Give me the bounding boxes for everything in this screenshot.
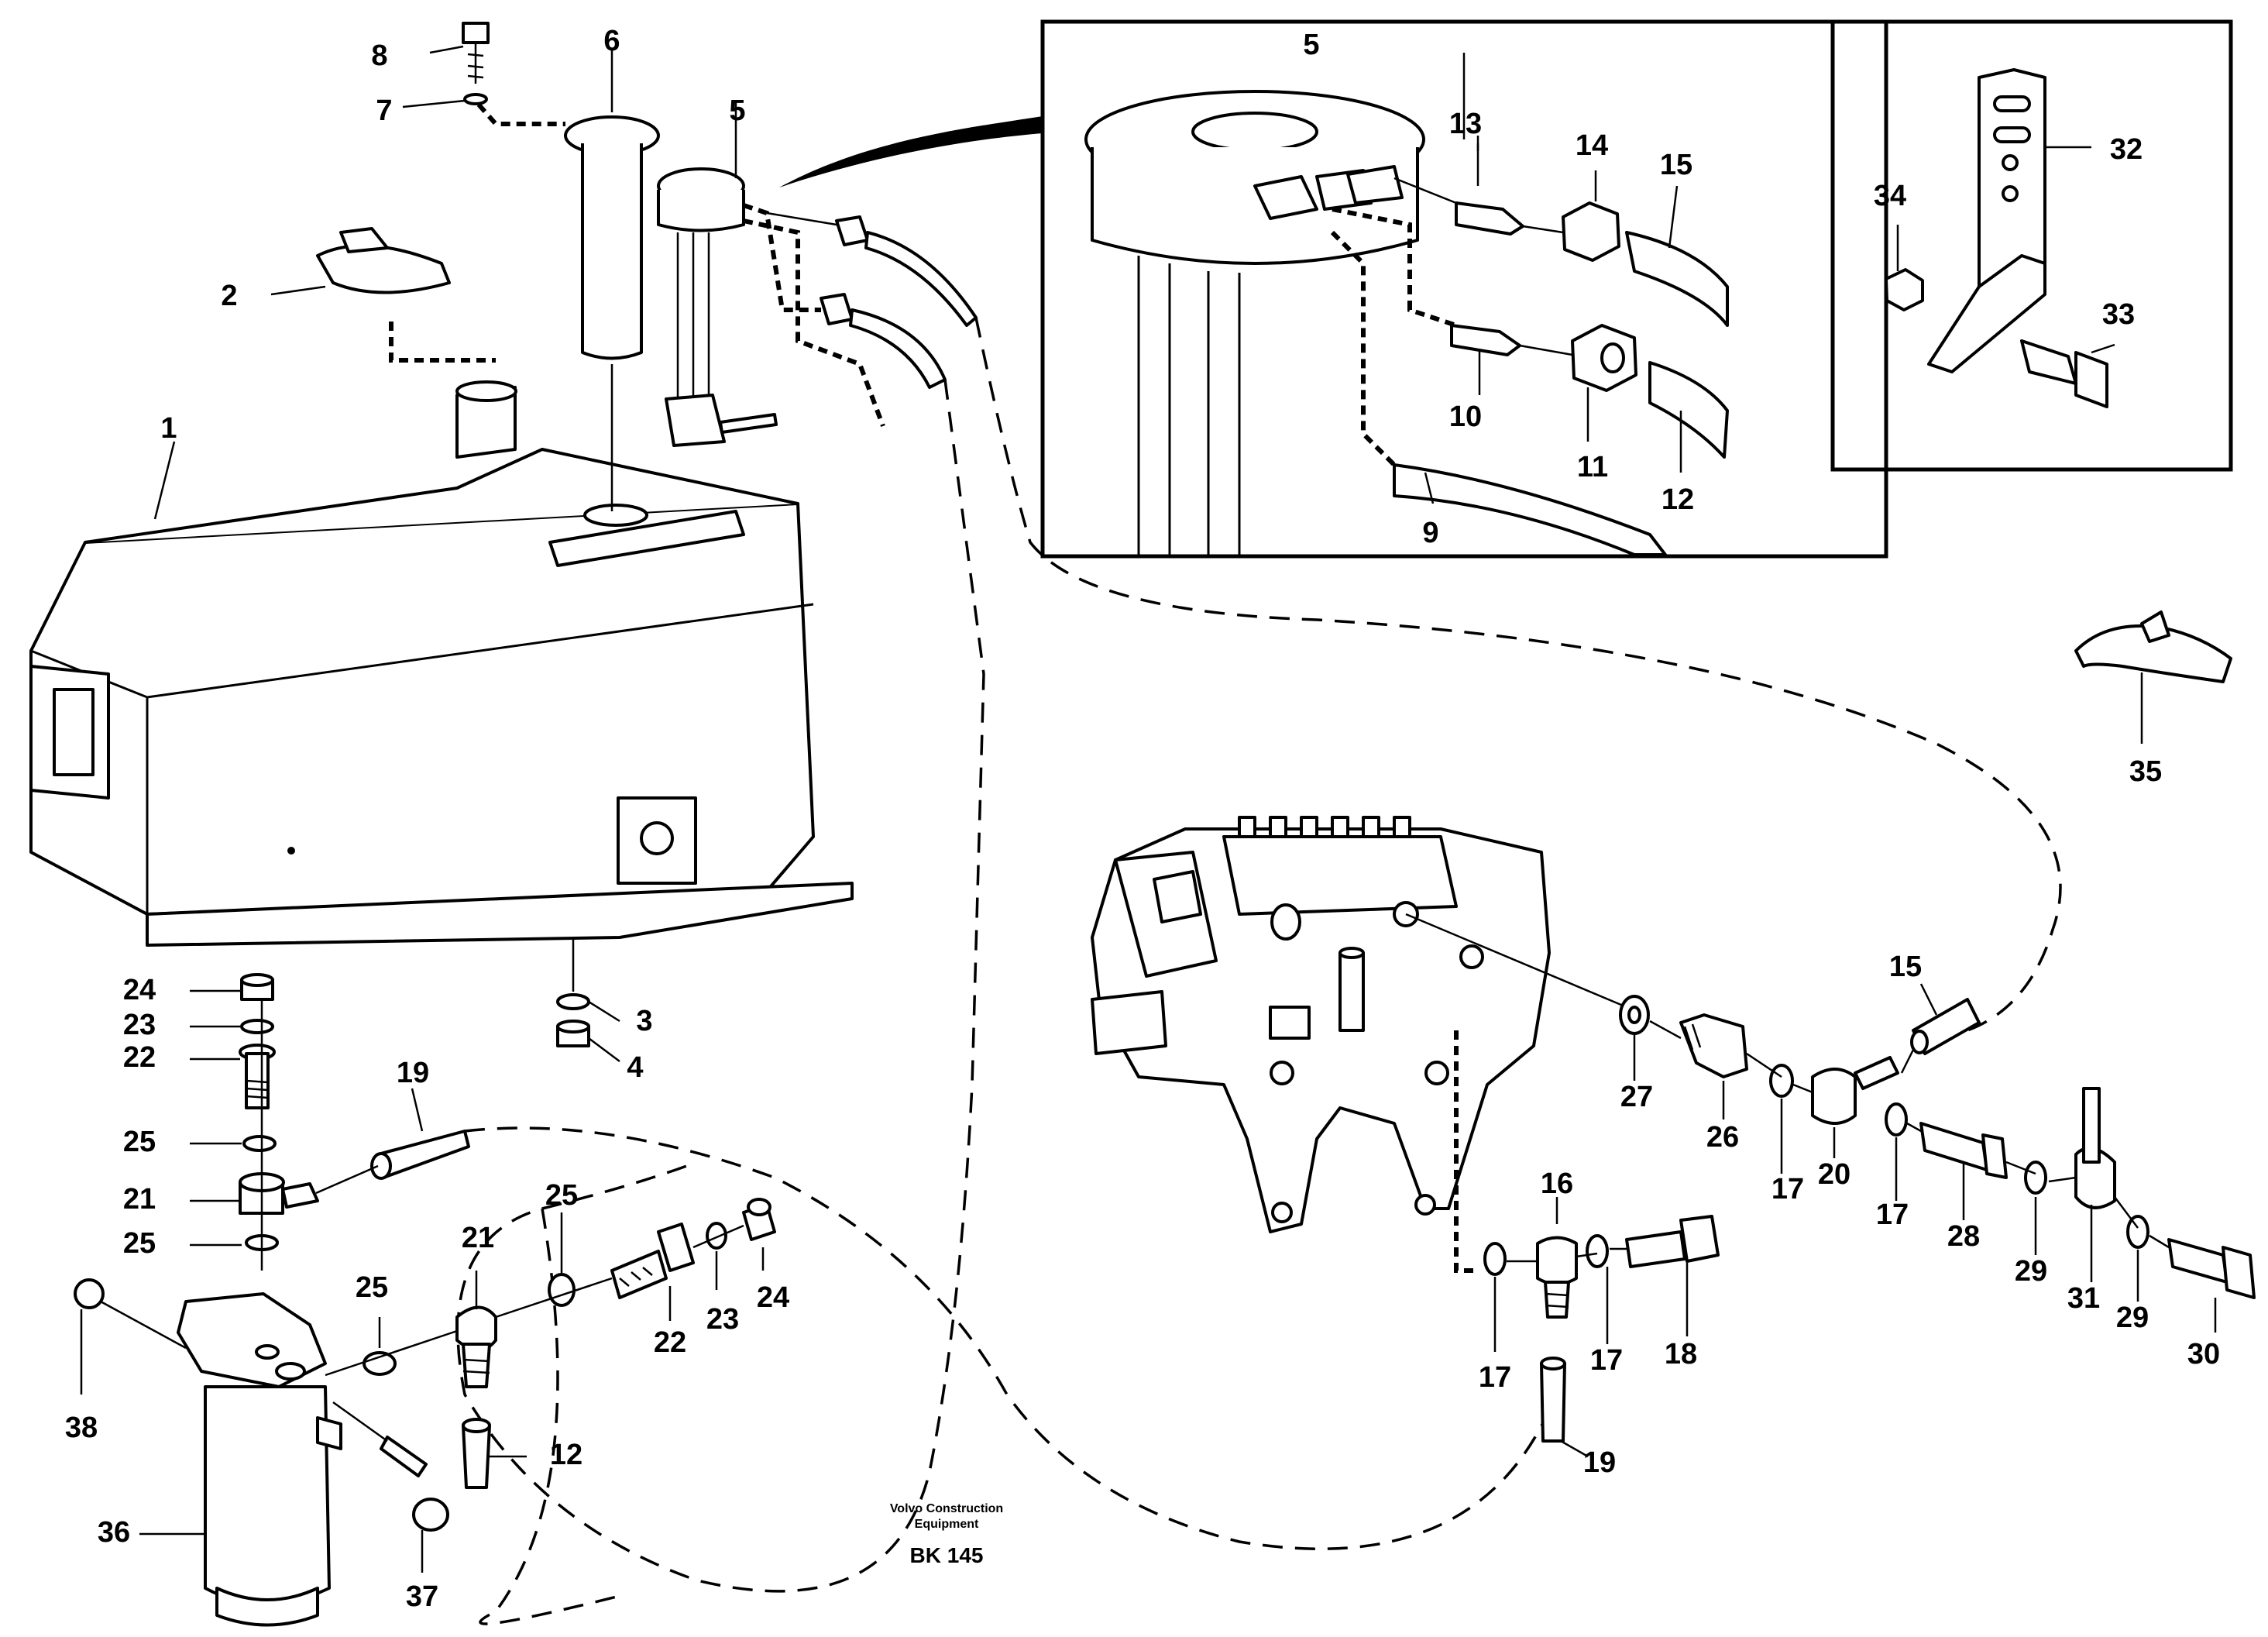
- level-sender-assembly: [402, 22, 660, 511]
- label-part-28: 28: [1947, 1220, 1980, 1253]
- label-part-21-b: 21: [462, 1222, 494, 1254]
- label-part-27: 27: [1620, 1081, 1653, 1113]
- label-part-14: 14: [1576, 129, 1608, 162]
- label-part-38: 38: [65, 1412, 98, 1444]
- label-part-25-d: 25: [356, 1271, 388, 1304]
- injection-pump: [1091, 816, 1627, 1273]
- label-part-8: 8: [371, 40, 387, 72]
- label-part-29-b: 29: [2116, 1302, 2149, 1334]
- label-part-37: 37: [406, 1580, 438, 1613]
- right-fitting-chain: [1619, 983, 2256, 1333]
- label-part-15-detail: 15: [1660, 149, 1692, 181]
- label-part-9: 9: [1422, 517, 1438, 549]
- label-part-23-b: 23: [706, 1303, 739, 1336]
- label-part-13: 13: [1449, 108, 1482, 140]
- label-part-17-b: 17: [1876, 1199, 1909, 1231]
- fuel-pickup-sender: [657, 101, 978, 447]
- label-part-5: 5: [729, 95, 745, 127]
- label-part-30: 30: [2187, 1338, 2220, 1370]
- label-part-22-b: 22: [654, 1326, 686, 1359]
- label-part-26: 26: [1706, 1121, 1739, 1154]
- label-part-18: 18: [1665, 1338, 1697, 1370]
- label-part-2: 2: [221, 280, 237, 312]
- tank-cap: [270, 227, 496, 363]
- label-part-3: 3: [636, 1005, 652, 1037]
- label-part-1: 1: [160, 412, 177, 445]
- label-part-17-a: 17: [1771, 1173, 1804, 1205]
- figure-footer: Volvo Construction Equipment BK 145: [890, 1502, 1003, 1567]
- label-part-5-detail: 5: [1303, 29, 1319, 61]
- label-part-23-a: 23: [123, 1009, 156, 1041]
- label-part-17-d: 17: [1590, 1344, 1623, 1377]
- label-part-12-detail: 12: [1661, 483, 1694, 516]
- label-part-21-a: 21: [123, 1183, 156, 1216]
- mid-fitting-stack: [325, 1198, 776, 1489]
- label-part-20: 20: [1818, 1158, 1850, 1191]
- left-fitting-stack: [190, 973, 470, 1271]
- lower-fitting-chain: [1483, 1197, 1720, 1458]
- label-part-16: 16: [1541, 1168, 1573, 1200]
- tank-mount-hardware: [556, 993, 620, 1062]
- label-part-12: 12: [550, 1439, 582, 1471]
- label-part-19-a: 19: [397, 1057, 429, 1089]
- detail-inset-bracket: [1830, 19, 2233, 472]
- label-part-4: 4: [627, 1051, 643, 1084]
- label-part-22-a: 22: [123, 1041, 156, 1074]
- label-part-32: 32: [2110, 133, 2143, 166]
- label-part-25-c: 25: [545, 1179, 578, 1212]
- label-part-17-c: 17: [1479, 1361, 1511, 1394]
- label-part-15: 15: [1889, 951, 1922, 983]
- label-part-31: 31: [2067, 1282, 2100, 1315]
- label-part-11: 11: [1577, 451, 1608, 483]
- hose-clamp: [2074, 610, 2232, 744]
- fuel-tank: [29, 380, 854, 992]
- fuel-filter: [74, 1278, 449, 1627]
- brand-line-2: Equipment: [915, 1518, 979, 1531]
- label-part-10: 10: [1449, 401, 1482, 433]
- detail-inset-sender: [779, 19, 1888, 559]
- label-part-7: 7: [376, 95, 392, 127]
- label-part-34: 34: [1874, 180, 1906, 212]
- label-part-35: 35: [2129, 755, 2162, 788]
- part-labels: 1 2 3 4 5 5 6 7 8 9 10 11 12 13 14 15 32…: [65, 25, 2220, 1613]
- label-part-33: 33: [2102, 298, 2135, 331]
- label-part-19-b: 19: [1583, 1446, 1616, 1479]
- label-part-24-a: 24: [123, 974, 156, 1006]
- brand-line-1: Volvo Construction: [890, 1502, 1003, 1515]
- routing-lines: [456, 317, 2062, 1625]
- label-part-25-b: 25: [123, 1227, 156, 1260]
- label-part-6: 6: [603, 25, 620, 57]
- label-part-24-b: 24: [757, 1281, 789, 1314]
- figure-code: BK 145: [910, 1543, 984, 1567]
- label-part-25-a: 25: [123, 1126, 156, 1158]
- label-part-29-a: 29: [2015, 1255, 2047, 1288]
- label-part-36: 36: [98, 1516, 130, 1549]
